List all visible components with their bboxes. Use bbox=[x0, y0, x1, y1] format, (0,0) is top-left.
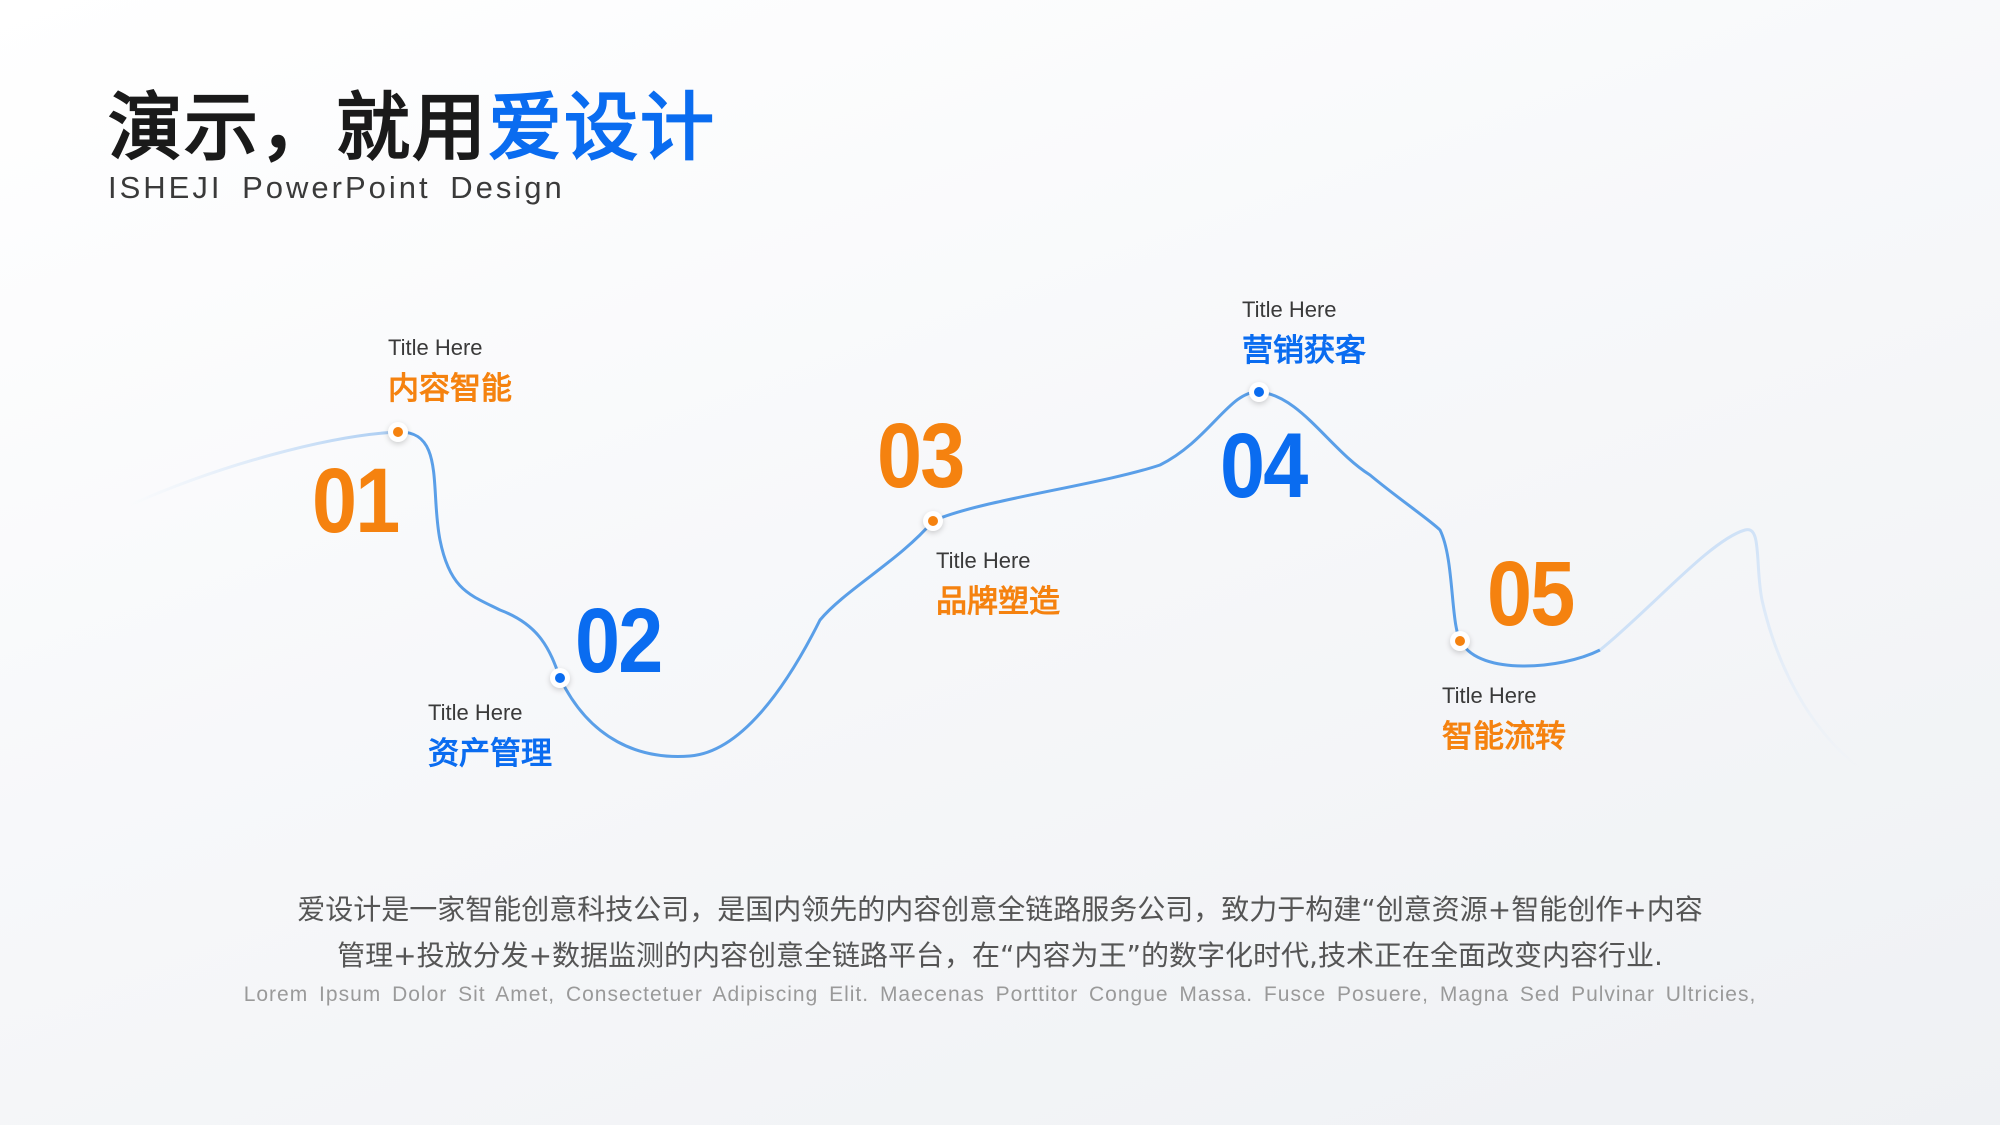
milestone-1-number: 01 bbox=[312, 450, 400, 552]
milestone-4-title-cn: 营销获客 bbox=[1242, 333, 1366, 369]
milestone-3-dot bbox=[928, 516, 938, 526]
milestone-3-node bbox=[923, 511, 943, 531]
milestone-4-node bbox=[1249, 382, 1269, 402]
milestone-2-label: Title Here 资产管理 bbox=[428, 700, 552, 773]
description-lorem: Lorem Ipsum Dolor Sit Amet, Consectetuer… bbox=[243, 983, 1757, 1006]
milestone-3-number: 03 bbox=[877, 405, 965, 507]
title-accent: 爱设计 bbox=[488, 85, 716, 171]
milestone-3-title-cn: 品牌塑造 bbox=[936, 584, 1060, 620]
page-title: 演示，就用爱设计 bbox=[108, 85, 716, 171]
milestone-5-title-cn: 智能流转 bbox=[1442, 719, 1566, 755]
curve-right-tail bbox=[1599, 528, 1866, 774]
milestone-4-label: Title Here 营销获客 bbox=[1242, 297, 1366, 370]
milestone-1-dot bbox=[393, 427, 403, 437]
description-line-1: 爱设计是一家智能创意科技公司，是国内领先的内容创意全链路服务公司，致力于构建“创… bbox=[297, 893, 1703, 926]
milestone-4-title-en: Title Here bbox=[1242, 297, 1337, 322]
milestone-2-node bbox=[550, 668, 570, 688]
milestone-5-label: Title Here 智能流转 bbox=[1442, 683, 1566, 756]
milestone-2-number: 02 bbox=[575, 590, 663, 692]
milestone-4-dot bbox=[1254, 387, 1264, 397]
milestone-1-node bbox=[388, 422, 408, 442]
milestone-2-title-cn: 资产管理 bbox=[428, 736, 552, 772]
description-line-2: 管理+投放分发+数据监测的内容创意全链路平台，在“内容为王”的数字化时代,技术正… bbox=[337, 939, 1663, 972]
milestone-5-number: 05 bbox=[1487, 543, 1575, 645]
milestone-3-label: Title Here 品牌塑造 bbox=[936, 548, 1060, 621]
milestone-1-title-cn: 内容智能 bbox=[388, 371, 512, 407]
milestone-2-dot bbox=[555, 673, 565, 683]
milestone-3-title-en: Title Here bbox=[936, 548, 1031, 573]
milestone-2-title-en: Title Here bbox=[428, 700, 523, 725]
curve-left-tail bbox=[129, 430, 399, 507]
milestone-1-title-en: Title Here bbox=[388, 335, 483, 360]
milestone-5-dot bbox=[1455, 636, 1465, 646]
page-subtitle: ISHEJI PowerPoint Design bbox=[108, 170, 565, 205]
milestone-5-title-en: Title Here bbox=[1442, 683, 1537, 708]
milestone-5-node bbox=[1450, 631, 1470, 651]
title-prefix: 演示，就用 bbox=[108, 85, 488, 171]
milestone-4-number: 04 bbox=[1220, 415, 1308, 517]
milestone-1-label: Title Here 内容智能 bbox=[388, 335, 512, 408]
